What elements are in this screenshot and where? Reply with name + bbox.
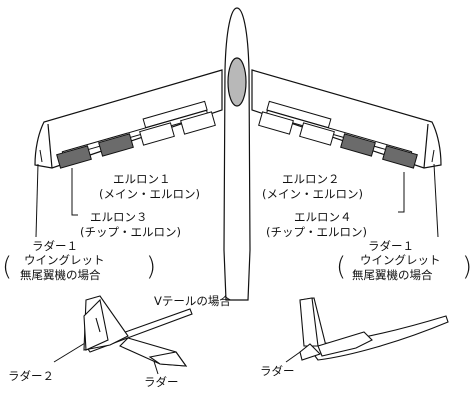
left-flap-outer xyxy=(139,122,175,146)
rudder1-left-paren-open: ( xyxy=(2,252,12,282)
right-winglet-rudder-mark xyxy=(431,149,435,163)
aileron-3-label: エルロン３ xyxy=(90,210,148,224)
rudder1-right-paren-close: ) xyxy=(462,252,472,282)
aileron-3-leader xyxy=(71,168,78,216)
rudder-vtail-label: ラダー xyxy=(144,375,179,389)
rudder1-right-paren-open: ( xyxy=(336,252,346,282)
rudder1-right-line2: ウイングレット xyxy=(360,253,441,267)
aileron-2-label: エルロン２ xyxy=(282,172,340,186)
right-flap-inner xyxy=(258,111,294,135)
canopy xyxy=(227,57,247,107)
aileron-3-surface xyxy=(56,145,92,169)
normal-tail-stabilizer xyxy=(317,331,373,357)
right-flap-outer xyxy=(299,122,335,146)
left-flap-inner xyxy=(180,111,216,135)
aileron-4-surface xyxy=(382,145,418,169)
rudder1-left-line2: ウイングレット xyxy=(24,253,105,267)
aileron-2-surface xyxy=(340,133,376,157)
rudder1-left-line3: 無尾翼機の場合 xyxy=(20,268,101,282)
right-wing-panels xyxy=(258,100,435,169)
aileron-4-leader xyxy=(398,172,405,213)
fuselage xyxy=(223,7,251,301)
vtail-fin-left-rudder xyxy=(83,298,109,351)
aileron-3-sublabel: (チップ・エルロン) xyxy=(80,225,181,239)
left-winglet-rudder-mark xyxy=(39,149,43,163)
vtail-sketch xyxy=(83,295,193,367)
right-wing xyxy=(251,69,442,169)
rudder1-right-line3: 無尾翼機の場合 xyxy=(352,268,433,282)
normal-tail-stabilizer-left xyxy=(299,343,322,361)
aileron-1-surface xyxy=(98,133,134,157)
left-wing-panels xyxy=(39,100,216,169)
rudder-normal-label: ラダー xyxy=(260,364,295,378)
vtail-fin-right-rudder xyxy=(148,351,188,367)
labels: エルロン１ (メイン・エルロン) エルロン２ (メイン・エルロン) エルロン３ … xyxy=(2,172,472,389)
aileron-2-sublabel: (メイン・エルロン) xyxy=(262,187,363,201)
rudder1-right-label: ラダー１ xyxy=(368,239,414,253)
rudder1-left-paren-close: ) xyxy=(146,252,156,282)
rudder-2-label: ラダー２ xyxy=(8,369,54,383)
glider-planform xyxy=(34,7,442,301)
rudder1-left-leader xyxy=(35,163,39,238)
left-wing xyxy=(34,69,223,169)
rudder1-left-label: ラダー１ xyxy=(32,239,78,253)
rudder1-right-leader xyxy=(433,163,439,238)
normal-tail-sketch xyxy=(299,297,449,361)
aileron-4-label: エルロン４ xyxy=(294,210,352,224)
aileron-1-label: エルロン１ xyxy=(113,172,171,186)
aileron-1-sublabel: (メイン・エルロン) xyxy=(99,187,200,201)
vtail-case-label: Vテールの場合 xyxy=(154,294,231,308)
aileron-4-sublabel: (チップ・エルロン) xyxy=(266,225,367,239)
